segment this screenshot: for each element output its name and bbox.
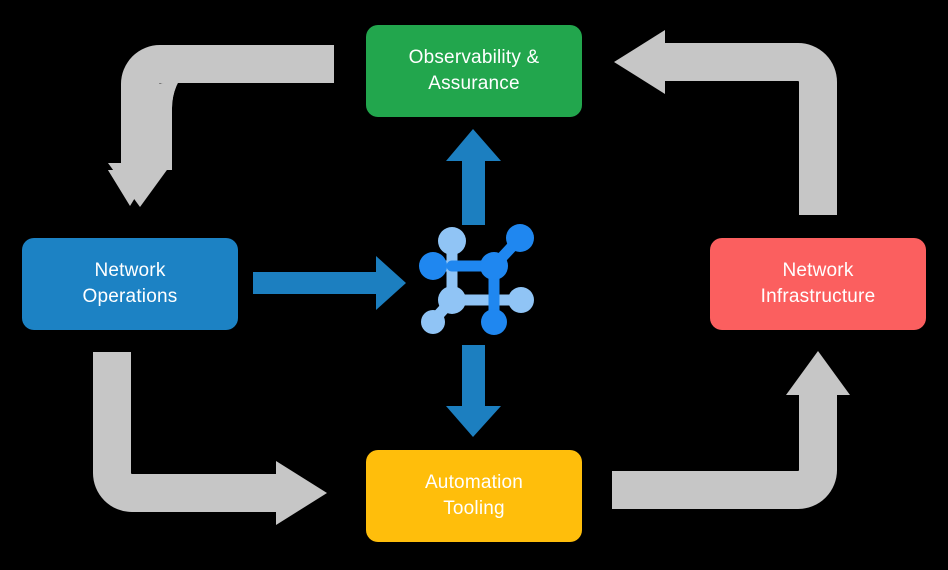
arrow-infrastructure-to-observability: [614, 30, 837, 215]
box-network-infrastructure[interactable]: Network Infrastructure: [710, 238, 926, 330]
box-automation-tooling[interactable]: Automation Tooling: [366, 450, 582, 542]
arrow-operations-to-center: [253, 256, 406, 310]
network-topology-icon: [419, 224, 534, 335]
box-automation-tooling-label: Automation Tooling: [424, 472, 524, 519]
arrow-automation-to-infrastructure: [612, 351, 850, 509]
arrow-observability-to-operations-stroke: [108, 45, 334, 207]
box-observability-assurance[interactable]: Observability & Assurance: [366, 25, 582, 117]
box-network-operations[interactable]: Network Operations: [22, 238, 238, 330]
arrow-center-to-automation: [446, 345, 501, 437]
box-network-infrastructure-label: Network Infrastructure: [760, 260, 876, 307]
arrow-operations-to-automation: [93, 352, 327, 525]
box-network-operations-label: Network Operations: [82, 260, 178, 307]
box-observability-label: Observability & Assurance: [408, 47, 540, 94]
arrow-center-to-observability: [446, 129, 501, 225]
